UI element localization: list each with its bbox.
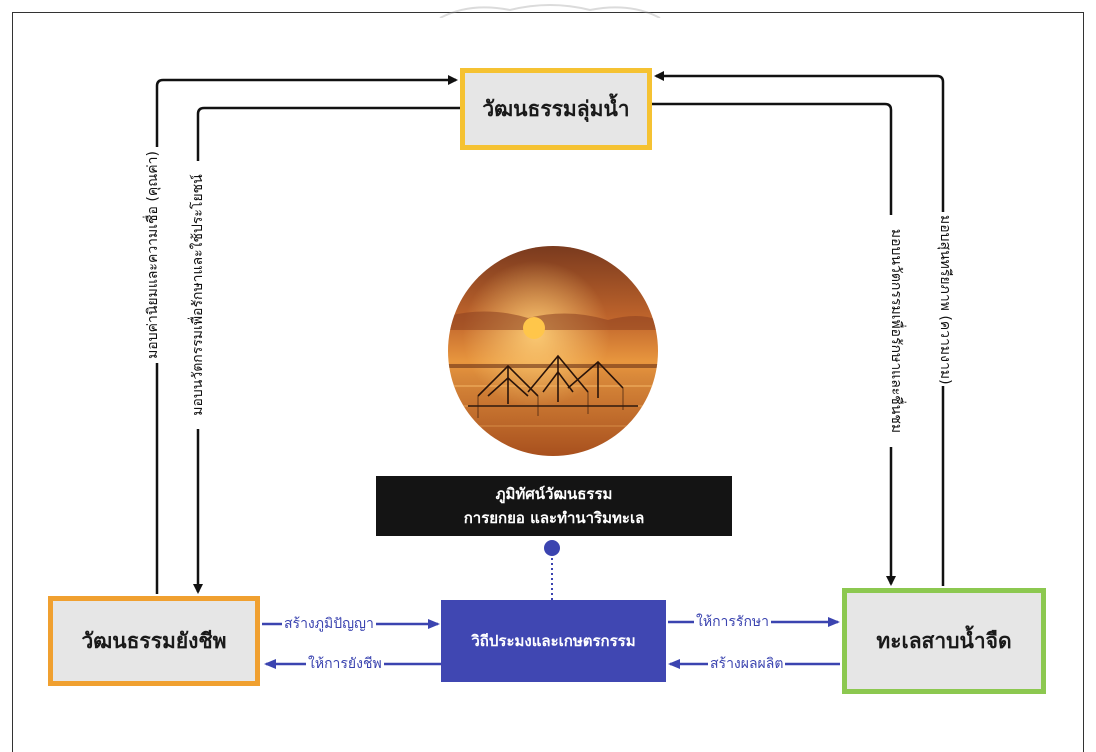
arrow-right-outer — [654, 71, 945, 586]
caption-line-2: การยกยอ และทำนาริมทะเล — [463, 509, 645, 527]
node-left-label: วัฒนธรรมยังชีพ — [81, 628, 227, 653]
label-left-inner: มอบนวัตกรรมเพื่อรักษาและใช้ประโยชน์ — [187, 161, 209, 429]
node-top-label: วัฒนธรรมลุ่มน้ำ — [482, 96, 630, 121]
label-center-to-right: ให้การรักษา — [694, 611, 772, 633]
node-fishing-agriculture: วิถีประมงและเกษตรกรรม — [441, 600, 666, 682]
diagram-frame — [12, 12, 1084, 752]
sunset-lake-illustration — [448, 246, 658, 456]
label-left-outer: มอบค่านิยมและความเชื่อ (คุณค่า) — [142, 147, 164, 363]
watermark-seal — [439, 4, 661, 18]
node-right-label: ทะเลสาบน้ำจืด — [876, 628, 1012, 653]
label-right-to-center: สร้างผลผลิต — [708, 653, 786, 675]
sunset-lake-photo — [448, 246, 658, 456]
label-center-to-left: ให้การยังชีพ — [306, 653, 384, 675]
arrow-left-inner — [193, 106, 460, 594]
cultural-landscape-caption: ภูมิทัศน์วัฒนธรรม การยกยอ และทำนาริมทะเล — [376, 476, 732, 536]
caption-line-1: ภูมิทัศน์วัฒนธรรม — [495, 485, 613, 503]
label-right-inner: มอบนวัตกรรมเพื่อรักษาและชื่นชม — [885, 215, 907, 447]
label-right-outer: มอบสุนทรียภาพ (ความงาม) — [934, 212, 956, 386]
arrow-right-inner — [652, 102, 896, 586]
node-freshwater-lake: ทะเลสาบน้ำจืด — [842, 588, 1046, 694]
node-center-label: วิถีประมงและเกษตรกรรม — [471, 632, 636, 650]
arrow-left-outer — [155, 75, 458, 594]
connector-dot — [544, 540, 560, 556]
connector-arrows — [155, 71, 945, 669]
label-left-to-center: สร้างภูมิปัญญา — [282, 613, 376, 635]
node-subsistence-culture: วัฒนธรรมยังชีพ — [48, 596, 260, 686]
node-river-basin-culture: วัฒนธรรมลุ่มน้ำ — [460, 68, 652, 150]
